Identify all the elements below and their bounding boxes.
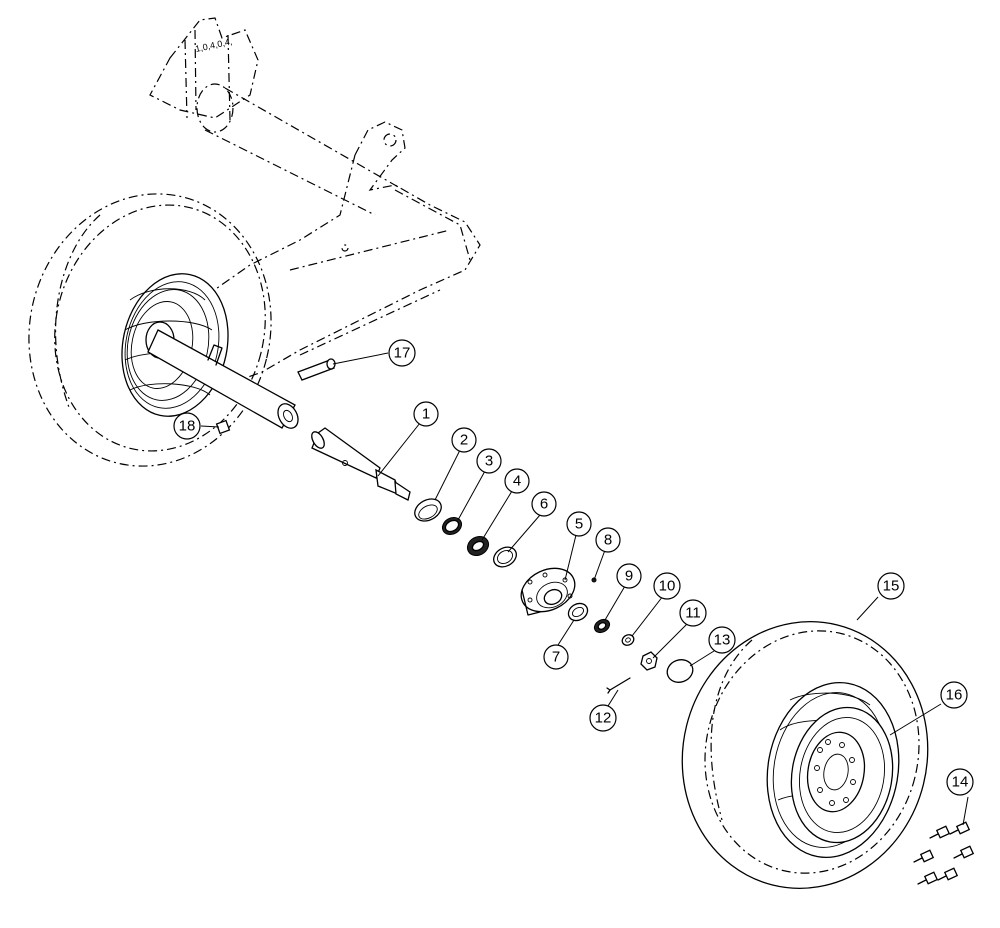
bolt bbox=[937, 867, 959, 881]
callout-2-label: 2 bbox=[460, 432, 468, 449]
callout-4: 4 bbox=[504, 468, 530, 494]
part-13-dust-cap bbox=[666, 659, 694, 683]
callout-14-label: 14 bbox=[952, 774, 969, 791]
callout-10-label: 10 bbox=[659, 578, 676, 595]
callout-10: 10 bbox=[653, 572, 681, 600]
callout-18-label: 18 bbox=[179, 418, 196, 435]
part-2-seal bbox=[414, 498, 442, 522]
callout-6: 6 bbox=[531, 491, 557, 517]
bolt bbox=[929, 825, 951, 839]
part-10-washer bbox=[621, 634, 635, 646]
callout-17: 17 bbox=[388, 339, 416, 367]
callout-13: 13 bbox=[708, 626, 736, 654]
callout-15-label: 15 bbox=[883, 578, 900, 595]
callout-8-label: 8 bbox=[604, 532, 612, 549]
background-wheel bbox=[28, 193, 272, 467]
part-4-bearing-cone bbox=[466, 535, 490, 557]
bolt bbox=[913, 849, 935, 863]
part-12-cotter-pin bbox=[606, 677, 631, 694]
part-16-wheel-disc bbox=[790, 706, 894, 844]
callout-12-label: 12 bbox=[595, 710, 612, 727]
callout-7-label: 7 bbox=[552, 649, 560, 666]
part-6-cup bbox=[493, 546, 517, 568]
part-3-cup bbox=[441, 516, 463, 536]
part-5-hub bbox=[520, 567, 576, 616]
callout-11: 11 bbox=[679, 599, 707, 627]
callout-12: 12 bbox=[589, 704, 617, 732]
callout-14: 14 bbox=[946, 768, 974, 796]
callout-8: 8 bbox=[595, 527, 621, 553]
callout-9: 9 bbox=[616, 563, 642, 589]
callout-7: 7 bbox=[543, 644, 569, 670]
callout-9-label: 9 bbox=[625, 568, 633, 585]
bolt bbox=[949, 821, 971, 835]
bolt bbox=[953, 845, 975, 859]
callout-6-label: 6 bbox=[540, 496, 548, 513]
callout-5: 5 bbox=[566, 511, 592, 537]
callout-1-label: 1 bbox=[422, 406, 430, 423]
callout-15: 15 bbox=[877, 572, 905, 600]
callout-3: 3 bbox=[476, 448, 502, 474]
part-18-nut bbox=[215, 419, 231, 435]
leader-lines bbox=[200, 352, 969, 826]
callout-17-label: 17 bbox=[394, 345, 411, 362]
part-17-pin bbox=[297, 358, 336, 381]
callouts: 1 2 3 4 6 5 8 7 9 10 11 12 13 14 15 16 1… bbox=[173, 339, 974, 796]
callout-2: 2 bbox=[451, 427, 477, 453]
frame-stamp: 1,0,4,0,4, bbox=[194, 36, 233, 54]
bolt bbox=[917, 871, 939, 885]
callout-18: 18 bbox=[173, 412, 201, 440]
callout-13-label: 13 bbox=[714, 632, 731, 649]
axle-tube bbox=[147, 329, 299, 429]
part-7-cup bbox=[567, 602, 589, 622]
callout-16: 16 bbox=[940, 681, 968, 709]
part-1-spindle bbox=[311, 427, 411, 501]
callout-3-label: 3 bbox=[485, 453, 493, 470]
part-11-castle-nut bbox=[640, 651, 658, 671]
callout-11-label: 11 bbox=[685, 605, 701, 622]
callout-5-label: 5 bbox=[575, 516, 583, 533]
callout-16-label: 16 bbox=[946, 687, 963, 704]
part-9-bearing-cone bbox=[593, 618, 611, 634]
part-14-bolts bbox=[913, 821, 975, 885]
callout-1: 1 bbox=[413, 401, 439, 427]
callout-4-label: 4 bbox=[513, 473, 521, 490]
